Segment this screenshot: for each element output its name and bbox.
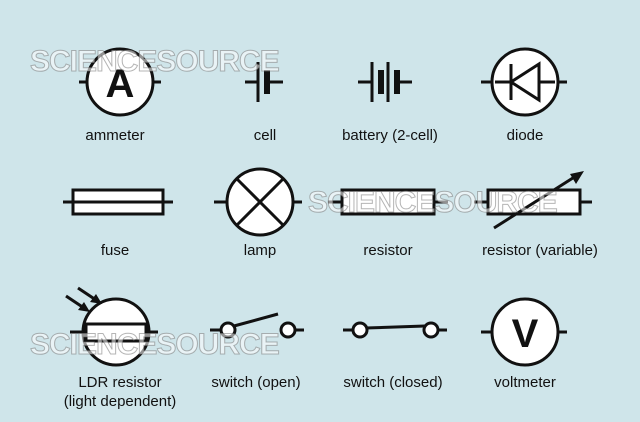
voltmeter-label: voltmeter [494,374,556,391]
lamp-icon [214,167,302,237]
symbol-switch-open: switch (open) [176,288,336,398]
battery-icon [358,62,412,102]
symbol-diode: diode [445,40,605,150]
cell-icon [245,62,283,102]
symbol-lamp: lamp [180,162,340,272]
ammeter-letter: A [106,62,135,106]
switch-open-label: switch (open) [211,374,301,391]
ldr-label-line1: LDR resistor [78,374,162,391]
symbol-resistor-variable: resistor (variable) [460,162,620,272]
fuse-label: fuse [100,242,130,259]
diode-label: diode [506,127,544,144]
symbol-fuse: fuse [35,162,195,272]
symbol-voltmeter: V voltmeter [445,288,605,398]
cell-label: cell [253,127,277,144]
ammeter-label: ammeter [85,127,145,144]
fuse-icon [63,188,173,216]
lamp-label: lamp [243,242,277,259]
variable-resistor-icon [474,171,592,230]
symbol-ldr: LDR resistor (light dependent) [40,286,200,418]
resistor-icon [328,188,448,216]
switch-closed-icon [343,321,447,339]
resistor-label: resistor [363,242,413,259]
symbol-battery: battery (2-cell) [310,40,470,150]
symbol-switch-closed: switch (closed) [313,288,473,398]
voltmeter-icon: V [481,297,567,367]
resistor-variable-label: resistor (variable) [482,242,598,259]
diode-icon [481,47,567,117]
ldr-icon [65,286,158,367]
switch-open-icon [210,312,304,339]
voltmeter-letter: V [512,312,539,356]
switch-closed-label: switch (closed) [343,374,443,391]
ammeter-icon: A [79,47,161,117]
symbol-cell: cell [185,40,345,150]
symbol-ammeter: A ammeter [35,40,195,150]
symbol-resistor: resistor [308,162,468,272]
ldr-label-line2: (light dependent) [63,393,177,410]
battery-label: battery (2-cell) [342,127,438,144]
